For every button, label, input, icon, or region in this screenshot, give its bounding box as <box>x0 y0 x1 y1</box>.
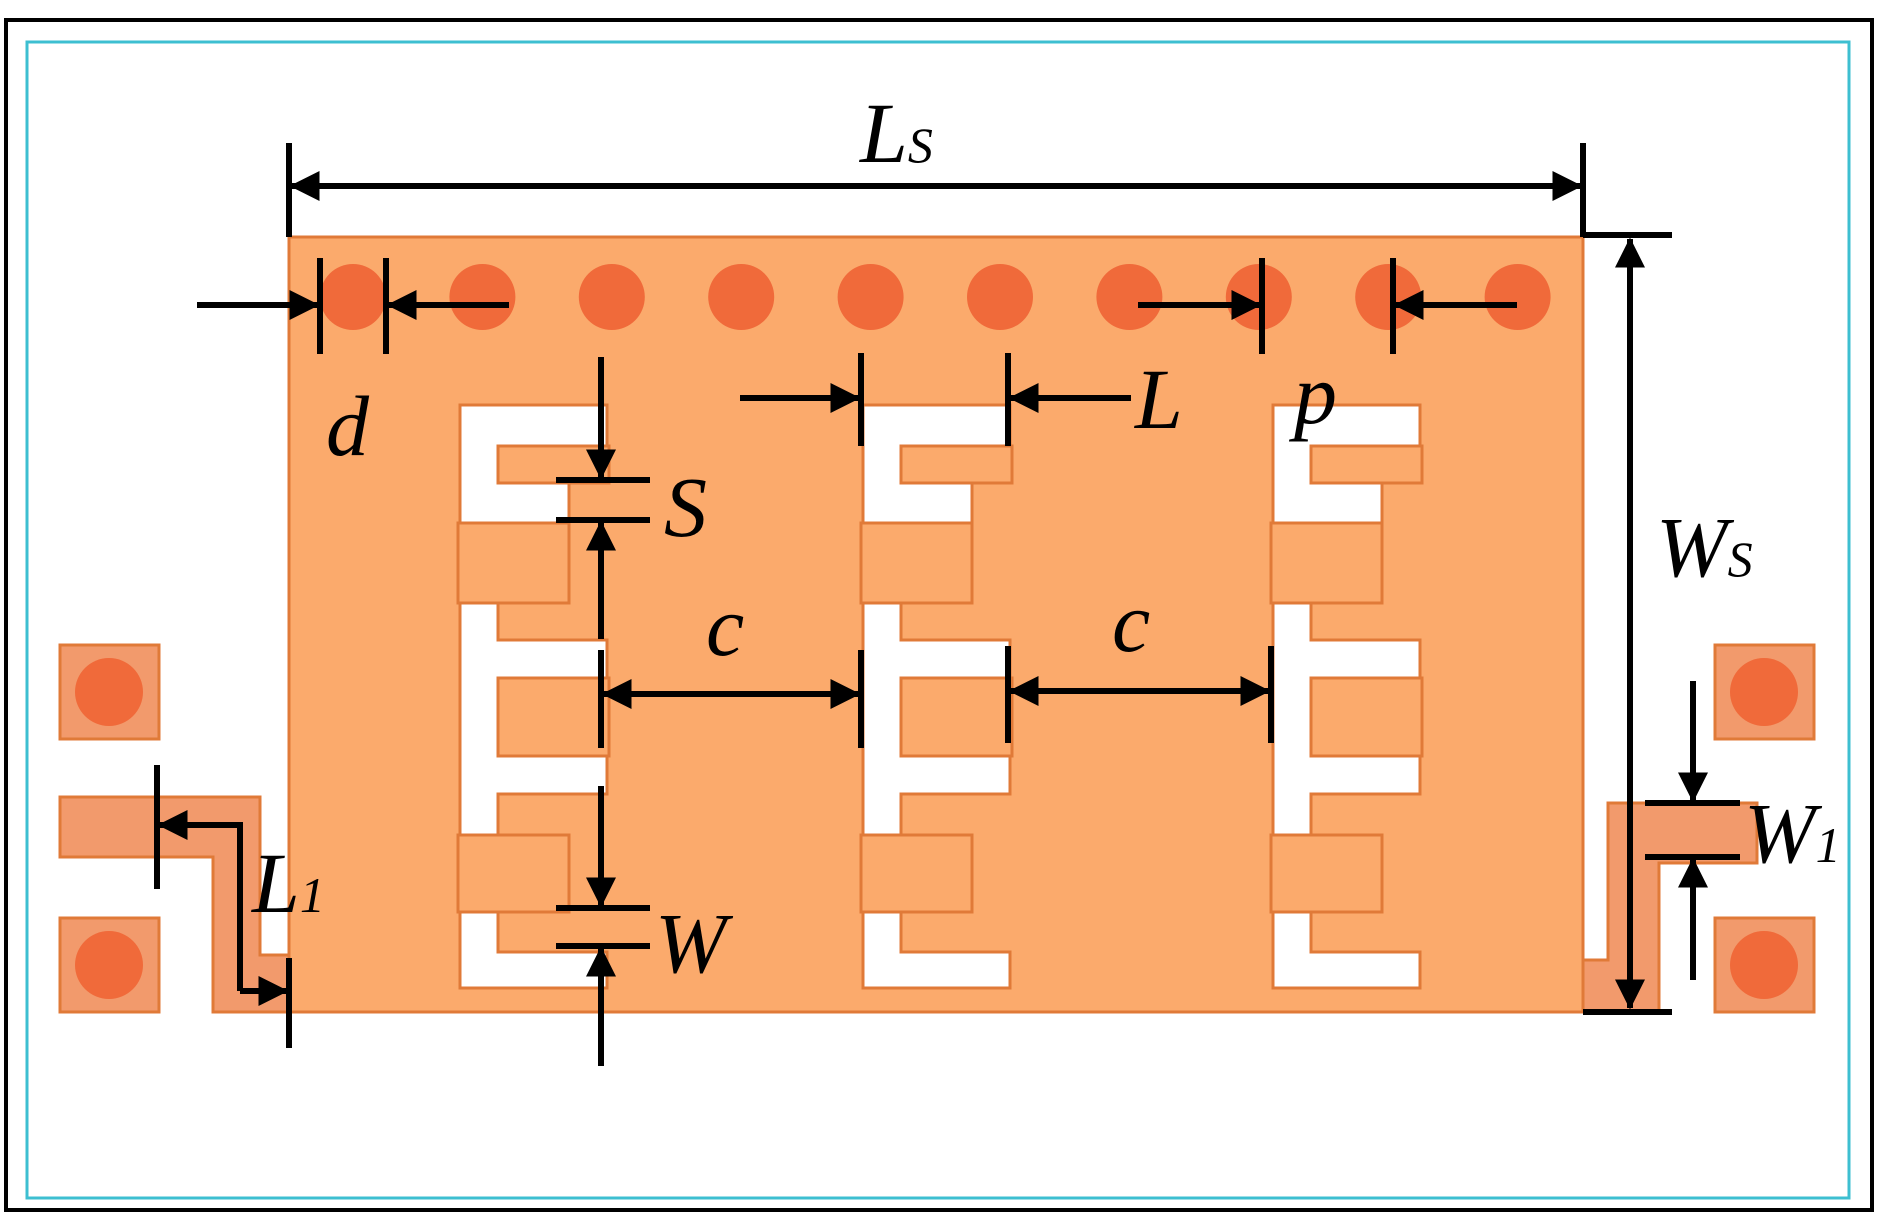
via <box>1484 264 1551 330</box>
substrate-tooth <box>496 676 611 758</box>
via-pad <box>58 643 161 741</box>
d-label: d <box>326 378 370 474</box>
ws-label: WS <box>1656 499 1753 595</box>
slot-group <box>456 403 1424 990</box>
substrate-tooth <box>899 676 1014 758</box>
via <box>1355 264 1422 330</box>
p-label: p <box>1288 346 1337 442</box>
substrate-tooth <box>1309 676 1424 758</box>
ls-label: LS <box>858 85 933 181</box>
via <box>578 264 645 330</box>
substrate-tooth <box>1269 833 1384 914</box>
w-label: W <box>655 895 734 991</box>
c-left-label: c <box>706 578 744 674</box>
substrate-tooth <box>456 521 571 605</box>
inner-frame <box>25 40 1851 1200</box>
via-pad <box>1713 643 1816 741</box>
outer-frame <box>4 18 1874 1212</box>
substrate-tooth <box>859 521 974 605</box>
dimension-lines <box>154 143 1740 1066</box>
via <box>1225 264 1292 330</box>
substrate-tooth <box>1269 521 1384 605</box>
substrate-tooth <box>899 444 1014 485</box>
via-pad <box>58 916 161 1014</box>
w1-label: W1 <box>1744 785 1841 881</box>
via <box>967 264 1033 330</box>
substrate-tooth <box>859 833 974 914</box>
s-label: S <box>664 459 707 555</box>
via <box>320 264 386 330</box>
c-right-label: c <box>1112 574 1150 670</box>
substrate-tooth <box>456 833 571 914</box>
via <box>1096 264 1163 330</box>
via <box>837 264 904 330</box>
l1-label: L1 <box>250 835 325 931</box>
via-pad <box>1713 916 1816 1014</box>
substrate-tooth <box>1309 444 1424 485</box>
l-label: L <box>1133 351 1183 447</box>
via <box>708 264 775 330</box>
via <box>449 264 516 330</box>
